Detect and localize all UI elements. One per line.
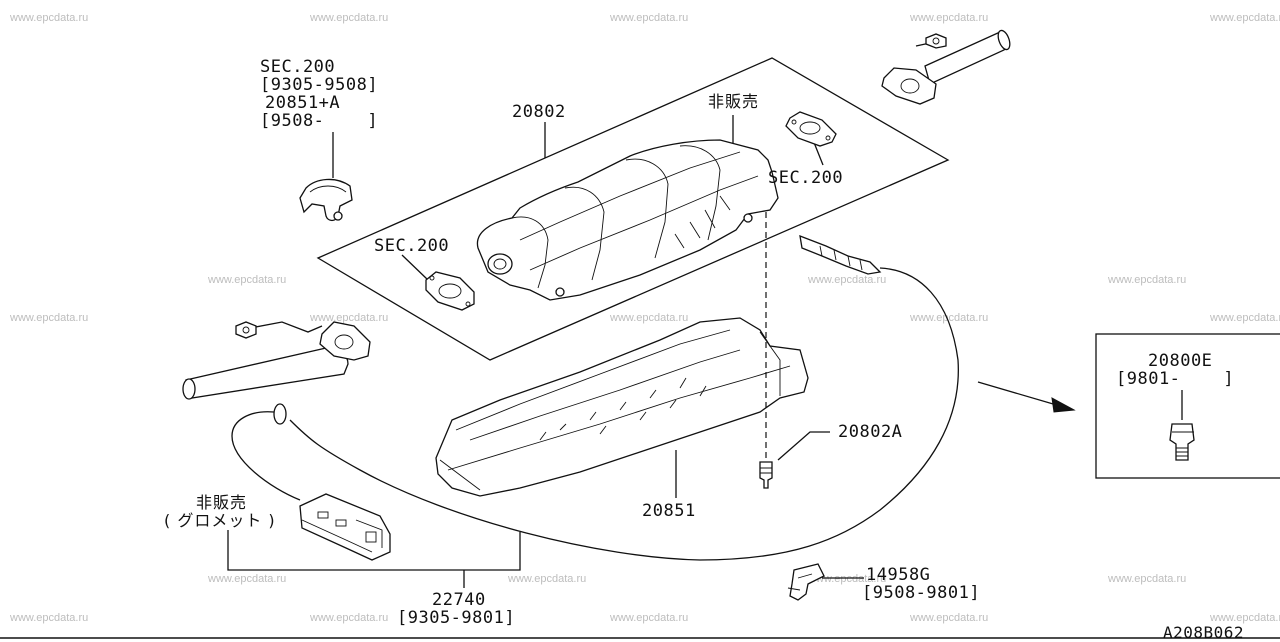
watermark: www.epcdata.ru [910,12,989,24]
watermark: www.epcdata.ru [610,312,689,324]
label-inset-part-20800e: 20800E [1148,351,1213,371]
label-sec200-mid: SEC.200 [374,236,450,256]
label-range-9508-9801: [9508-9801] [862,583,981,603]
watermark: www.epcdata.ru [610,12,689,24]
sensor-harness [231,403,391,561]
label-range-9305-9801: [9305-9801] [397,608,516,628]
arrow-to-inset [977,381,1076,413]
heat-insulator-20851 [435,317,809,497]
diagram-code: A208B062 [1163,623,1245,642]
label-part-20851a: 20851+A [265,93,341,113]
bolt-20802a [759,461,773,489]
leader-sec200-mid [401,254,429,281]
watermark: www.epcdata.ru [1108,274,1187,286]
label-sec200-right: SEC.200 [768,168,844,188]
watermark: www.epcdata.ru [1108,573,1187,585]
rear-pipe [182,321,371,400]
watermark: www.epcdata.ru [610,612,689,624]
inset-box [1095,333,1280,479]
bolt-20800e [1169,423,1195,461]
watermark: www.epcdata.ru [910,612,989,624]
watermark: www.epcdata.ru [208,274,287,286]
bracket-20851a [299,178,353,222]
label-not-for-sale-top: 非販売 [708,92,760,111]
label-inset-range-9801: [9801- ] [1116,369,1235,389]
label-range-9305-9508: [9305-9508] [260,75,379,95]
oxygen-sensor [289,234,959,561]
gasket-top-right [785,111,837,147]
watermark: www.epcdata.ru [808,573,887,585]
label-part-20851: 20851 [642,501,696,521]
watermark: www.epcdata.ru [910,312,989,324]
label-part-14958g: 14958G [866,565,931,585]
front-pipe [881,29,1011,105]
clip-14958g [787,563,825,601]
bracket-line-22740 [227,530,521,571]
leader-20802a [777,431,830,461]
watermark: www.epcdata.ru [1210,12,1280,24]
watermark: www.epcdata.ru [1210,312,1280,324]
watermark: www.epcdata.ru [310,612,389,624]
gasket-middle-left [425,271,475,311]
watermark: www.epcdata.ru [1210,612,1280,624]
catalytic-converter [476,139,779,301]
watermark: www.epcdata.ru [10,12,89,24]
watermark: www.epcdata.ru [808,274,887,286]
watermark: www.epcdata.ru [10,612,89,624]
watermark: www.epcdata.ru [310,12,389,24]
label-part-20802: 20802 [512,102,566,122]
watermark: www.epcdata.ru [508,573,587,585]
watermark: www.epcdata.ru [10,312,89,324]
label-part-20802a: 20802A [838,422,903,442]
label-not-for-sale-bottom: 非販売 [196,493,248,512]
label-grommet: ( グロメット ) [164,511,276,530]
converter-group-outline [316,57,950,361]
label-sec200-top-left: SEC.200 [260,57,336,77]
watermark: www.epcdata.ru [208,573,287,585]
label-range-9508-open: [9508- ] [260,111,379,131]
watermark: www.epcdata.ru [310,312,389,324]
label-part-22740: 22740 [432,590,486,610]
